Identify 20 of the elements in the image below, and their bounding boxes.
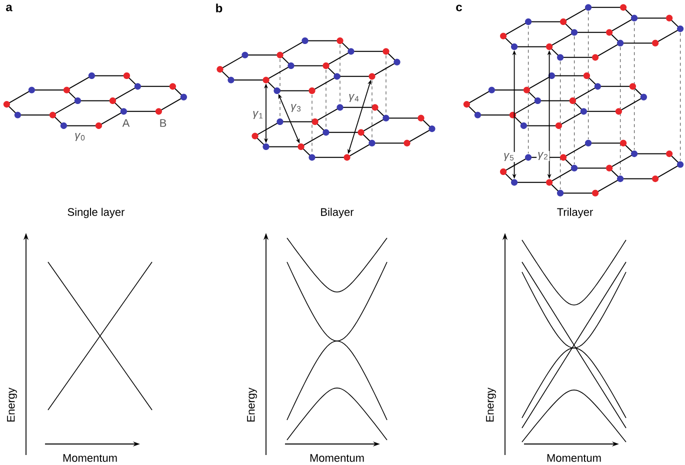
hopping-label: γ$_{5}$ xyxy=(502,152,516,162)
hopping-label: γ$_{1}$ xyxy=(252,110,264,120)
panel-label: a xyxy=(6,4,12,12)
panel-title: Single layer xyxy=(68,208,125,218)
axis-label: Energy xyxy=(7,388,17,422)
hopping-label: γ$_{0}$ xyxy=(74,132,86,142)
panel-title: Bilayer xyxy=(321,208,354,218)
axis-label: Momentum xyxy=(547,454,601,462)
axis-label: Energy xyxy=(247,388,257,422)
hopping-label: γ$_{4}$ xyxy=(348,92,360,104)
panel-label: b xyxy=(216,4,222,12)
panel-label: c xyxy=(456,4,462,12)
site-label: B xyxy=(160,119,166,127)
hopping-label: γ$_{2}$ xyxy=(536,150,550,162)
axis-label: Momentum xyxy=(310,454,364,462)
axis-label: Energy xyxy=(486,388,496,422)
axis-label: Momentum xyxy=(63,454,117,462)
site-label: A xyxy=(122,119,130,127)
panel-title: Trilayer xyxy=(557,208,593,218)
hopping-label: γ$_{3}$ xyxy=(290,102,302,114)
